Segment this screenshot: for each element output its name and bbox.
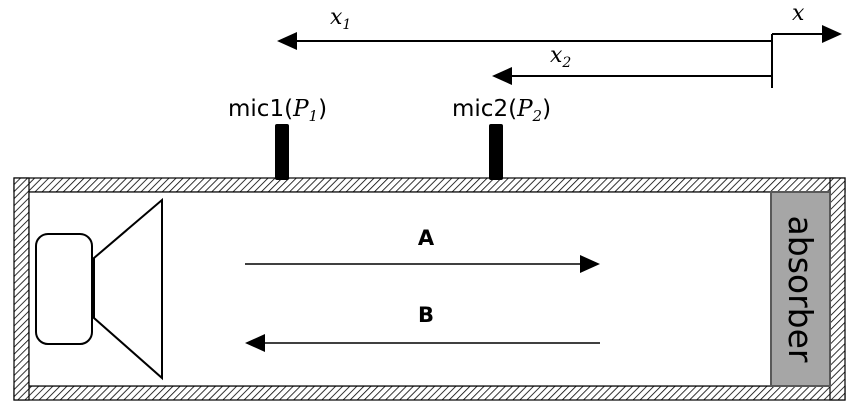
loudspeaker xyxy=(35,197,163,381)
reflected-wave-arrow xyxy=(245,334,600,352)
tube-right-wall xyxy=(829,177,846,401)
absorber-block xyxy=(770,191,831,387)
mic2-probe xyxy=(489,124,503,180)
mic1-probe xyxy=(275,124,289,180)
tube-top-wall xyxy=(13,177,846,193)
mic1-label: mic1(P1) xyxy=(228,96,327,125)
mic2-label: mic2(P2) xyxy=(452,96,551,125)
x1-label: x1 xyxy=(330,5,351,33)
x1-distance-arrow xyxy=(277,32,772,50)
x2-label: x2 xyxy=(550,43,571,71)
speaker-magnet xyxy=(35,233,93,345)
incident-wave-arrow xyxy=(245,255,600,273)
absorber-label: absorber xyxy=(781,216,820,363)
x-axis-label: x xyxy=(792,1,805,26)
tube-bottom-wall xyxy=(13,385,846,401)
tube-left-wall xyxy=(13,177,30,401)
x-axis-arrow xyxy=(772,25,842,43)
incident-wave-label: A xyxy=(418,226,435,250)
speaker-cone xyxy=(93,197,163,381)
x2-distance-arrow xyxy=(492,67,772,85)
reflected-wave-label: B xyxy=(418,303,434,327)
